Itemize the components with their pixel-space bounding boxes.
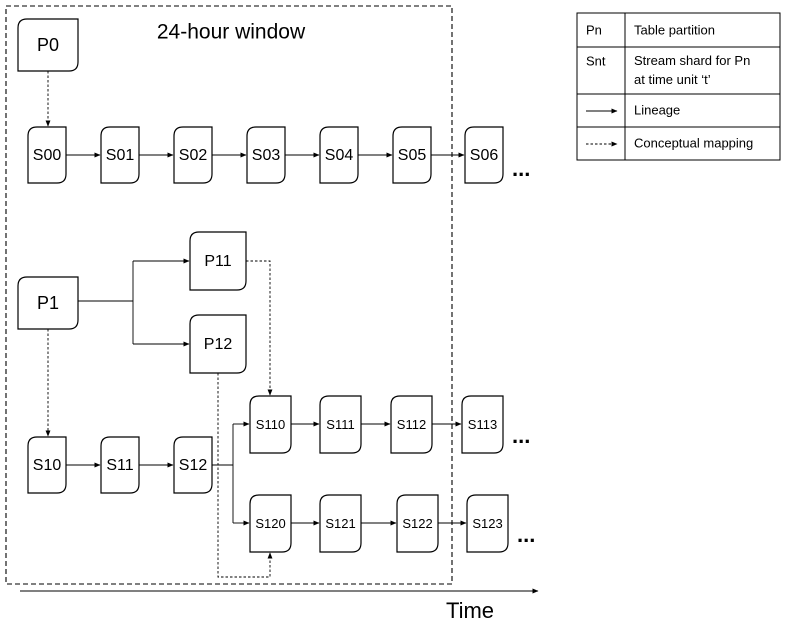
node-label: S111 [326, 417, 354, 432]
ellipsis-row-11: ... [512, 423, 530, 448]
node-box [17, 18, 79, 72]
legend-desc-lineage: Lineage [634, 102, 680, 117]
legend-desc-mapping: Conceptual mapping [634, 135, 753, 150]
node-box [27, 436, 67, 494]
node-s112: S112 [390, 395, 433, 454]
node-s121: S121 [319, 494, 362, 553]
node-label: S00 [33, 147, 62, 164]
ellipsis-row-0: ... [512, 156, 530, 181]
node-label: S04 [325, 147, 354, 164]
legend-desc-partition: Table partition [634, 22, 715, 37]
node-box [319, 395, 362, 454]
node-box [392, 126, 432, 184]
node-box [189, 231, 247, 291]
node-s02: S02 [173, 126, 213, 184]
node-label: P11 [204, 253, 231, 270]
node-s11: S11 [100, 436, 140, 494]
node-box [246, 126, 286, 184]
node-label: P12 [204, 336, 233, 353]
node-box [464, 126, 504, 184]
node-box [100, 436, 140, 494]
node-label: S120 [255, 516, 285, 531]
node-box [27, 126, 67, 184]
node-label: S11 [106, 457, 133, 474]
node-label: S10 [33, 457, 62, 474]
node-s122: S122 [396, 494, 439, 553]
node-box [189, 314, 247, 374]
node-box [396, 494, 439, 553]
node-s01: S01 [100, 126, 140, 184]
node-box [390, 395, 433, 454]
node-label: S122 [402, 516, 432, 531]
node-box [100, 126, 140, 184]
node-s00: S00 [27, 126, 67, 184]
node-box [17, 276, 79, 330]
node-p1: P1 [17, 276, 79, 330]
node-s04: S04 [319, 126, 359, 184]
node-box [173, 126, 213, 184]
legend-desc-shard: Stream shard for Pn at time unit ‘t’ [634, 53, 754, 87]
node-s10: S10 [27, 436, 67, 494]
node-label: S06 [470, 147, 499, 164]
node-label: S05 [398, 147, 427, 164]
legend-table: Pn Table partition Snt Stream shard for … [576, 12, 781, 161]
node-s110: S110 [249, 395, 292, 454]
node-s03: S03 [246, 126, 286, 184]
node-box [173, 436, 213, 494]
node-box [461, 395, 504, 454]
legend-symbol-shard: Snt [586, 53, 606, 68]
mapping-p12-s120 [217, 373, 273, 578]
node-box [466, 494, 509, 553]
node-box [319, 494, 362, 553]
node-s120: S120 [249, 494, 292, 553]
time-axis-label: Time [446, 598, 494, 623]
node-label: S121 [325, 516, 355, 531]
node-label: S03 [252, 147, 281, 164]
node-s123: S123 [466, 494, 509, 553]
node-s113: S113 [461, 395, 504, 454]
node-label: S02 [179, 147, 208, 164]
ellipsis-row-12: ... [517, 522, 535, 547]
time-window-label: 24-hour window [157, 21, 306, 44]
node-label: S113 [468, 417, 497, 432]
node-label: P0 [37, 35, 59, 55]
node-label: S12 [179, 457, 208, 474]
node-box [319, 126, 359, 184]
node-box [249, 395, 292, 454]
node-box [249, 494, 292, 553]
node-s05: S05 [392, 126, 432, 184]
node-label: S110 [256, 417, 285, 432]
node-s06: S06 [464, 126, 504, 184]
node-p11: P11 [189, 231, 247, 291]
legend-symbol-partition: Pn [586, 22, 602, 37]
node-label: P1 [37, 293, 59, 313]
node-p0: P0 [17, 18, 79, 72]
mapping-p11-s110 [246, 260, 273, 396]
node-s12: S12 [173, 436, 213, 494]
node-s111: S111 [319, 395, 362, 454]
node-label: S01 [106, 147, 135, 164]
edges-layer [45, 71, 467, 578]
node-label: S112 [397, 417, 426, 432]
node-p12: P12 [189, 314, 247, 374]
node-label: S123 [472, 516, 502, 531]
